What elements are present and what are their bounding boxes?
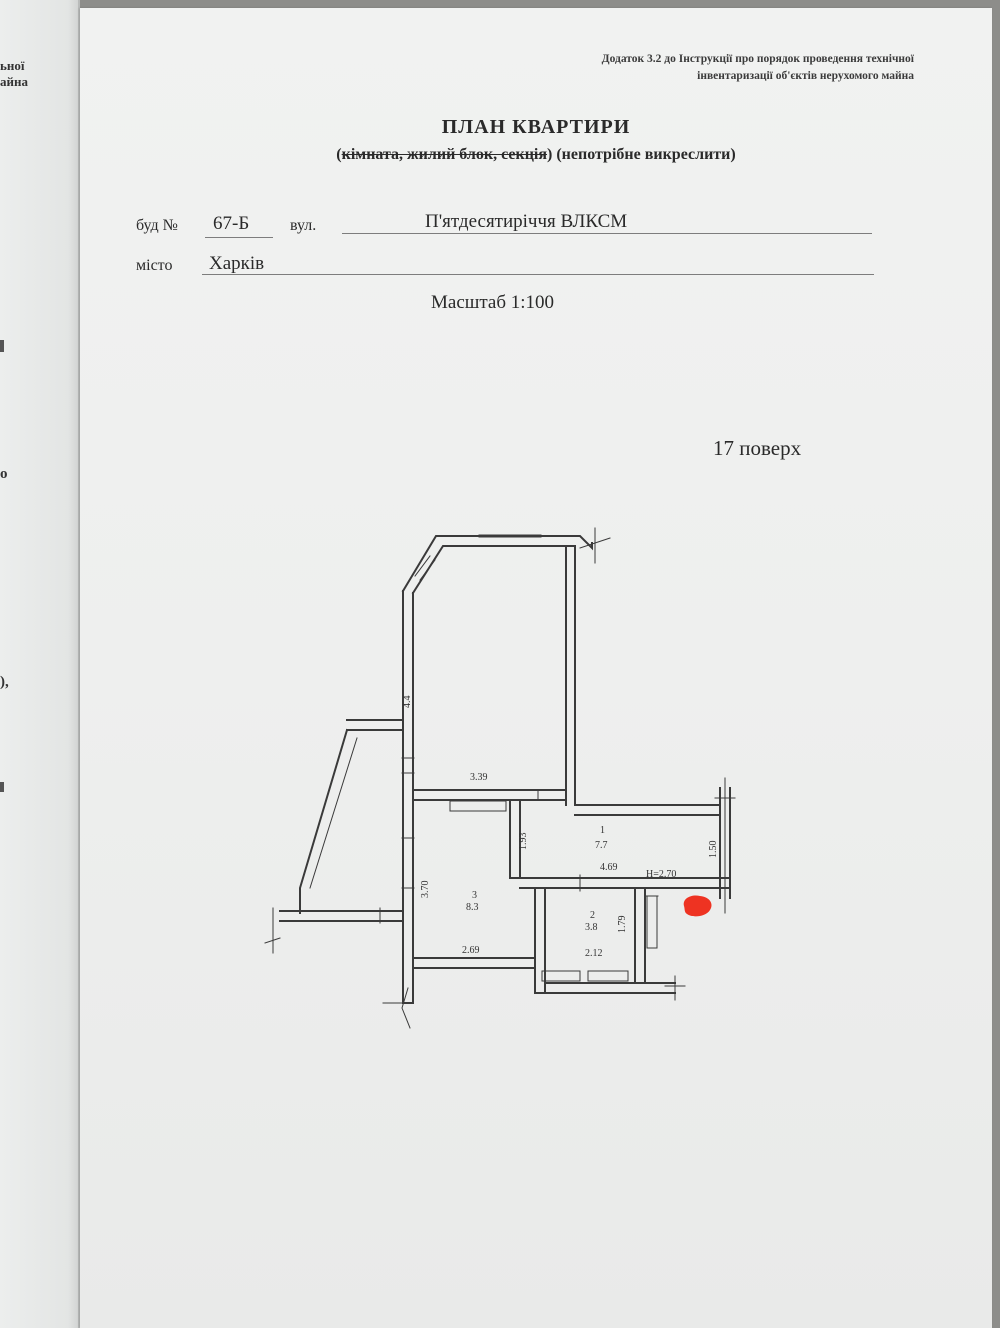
apartment-floor-plan: 4.4 3.39 1.93 1 7.7 4.69 Н=2.70 1.50 3.7… bbox=[264, 527, 736, 1029]
plan-dim-label: 1.50 bbox=[708, 841, 719, 859]
plan-balcony bbox=[299, 728, 349, 914]
plan-dim-label: 3.70 bbox=[420, 881, 431, 899]
plan-dim-label: 1.79 bbox=[617, 916, 628, 934]
plan-dim-tick bbox=[401, 987, 411, 1029]
plan-built-in bbox=[587, 970, 629, 982]
subtitle-struck-options: кімната, жилий блок, секція bbox=[341, 146, 548, 163]
plan-dim-label: 2.12 bbox=[585, 948, 603, 959]
plan-built-in bbox=[646, 895, 658, 949]
subtitle-open: ( bbox=[336, 146, 342, 163]
left-page-text: ьної bbox=[0, 58, 25, 73]
building-value: 67-Б bbox=[213, 213, 250, 234]
subtitle-close: ) bbox=[547, 146, 553, 163]
left-page-edge: ьної айна о ), bbox=[0, 0, 80, 1328]
red-marker-dot bbox=[683, 895, 712, 917]
plan-dim-label: 4.4 bbox=[402, 696, 413, 709]
street-value: П'ятдесятиріччя ВЛКСМ bbox=[425, 211, 628, 232]
left-page-text: айна bbox=[0, 74, 28, 89]
plan-window bbox=[414, 555, 431, 577]
page-spine bbox=[78, 0, 80, 1328]
plan-balcony bbox=[309, 737, 358, 889]
street-label: вул. bbox=[290, 217, 317, 234]
document-sheet: Додаток 3.2 до Інструкції про порядок пр… bbox=[80, 8, 992, 1328]
left-page-mark bbox=[0, 340, 4, 352]
appendix-line-2: інвентаризації об'єктів нерухомого майна bbox=[697, 70, 914, 82]
plan-ceiling-height: Н=2.70 bbox=[646, 869, 676, 880]
plan-wall bbox=[411, 545, 576, 595]
floor-label: 17 поверх bbox=[713, 436, 802, 460]
plan-room-area: 8.3 bbox=[466, 902, 479, 913]
appendix-line-1: Додаток 3.2 до Інструкції про порядок пр… bbox=[601, 53, 914, 65]
plan-dim-tick bbox=[264, 937, 281, 944]
document-subtitle: (кімната, жилий блок, секція) (непотрібн… bbox=[80, 146, 992, 164]
plan-built-in bbox=[449, 800, 507, 812]
street-underline bbox=[342, 233, 872, 234]
plan-room-number: 3 bbox=[472, 890, 477, 901]
plan-room-area: 3.8 bbox=[585, 922, 598, 933]
subtitle-note: (непотрібне викреслити) bbox=[556, 146, 736, 163]
appendix-note: Додаток 3.2 до Інструкції про порядок пр… bbox=[534, 51, 914, 85]
plan-dim-label: 3.39 bbox=[470, 772, 488, 783]
city-underline bbox=[202, 274, 874, 275]
scale-label: Масштаб 1:100 bbox=[431, 292, 555, 313]
plan-room-area: 7.7 bbox=[595, 840, 608, 851]
left-page-mark bbox=[0, 782, 4, 792]
city-value: Харків bbox=[209, 253, 265, 274]
building-label: буд № bbox=[136, 217, 178, 234]
plan-dim-label: 2.69 bbox=[462, 945, 480, 956]
plan-dim-label: 1.93 bbox=[518, 833, 529, 851]
plan-window bbox=[419, 559, 436, 581]
document-title: ПЛАН КВАРТИРИ bbox=[441, 116, 631, 138]
left-page-text: ), bbox=[0, 674, 9, 690]
plan-dim-tick bbox=[579, 537, 611, 549]
building-underline bbox=[205, 237, 273, 238]
plan-wall bbox=[401, 535, 593, 593]
city-label: місто bbox=[136, 257, 173, 274]
plan-built-in bbox=[541, 970, 581, 982]
left-page-text: о bbox=[0, 466, 8, 482]
plan-dim-label: 4.69 bbox=[600, 862, 618, 873]
plan-room-number: 1 bbox=[600, 825, 605, 836]
plan-room-number: 2 bbox=[590, 910, 595, 921]
